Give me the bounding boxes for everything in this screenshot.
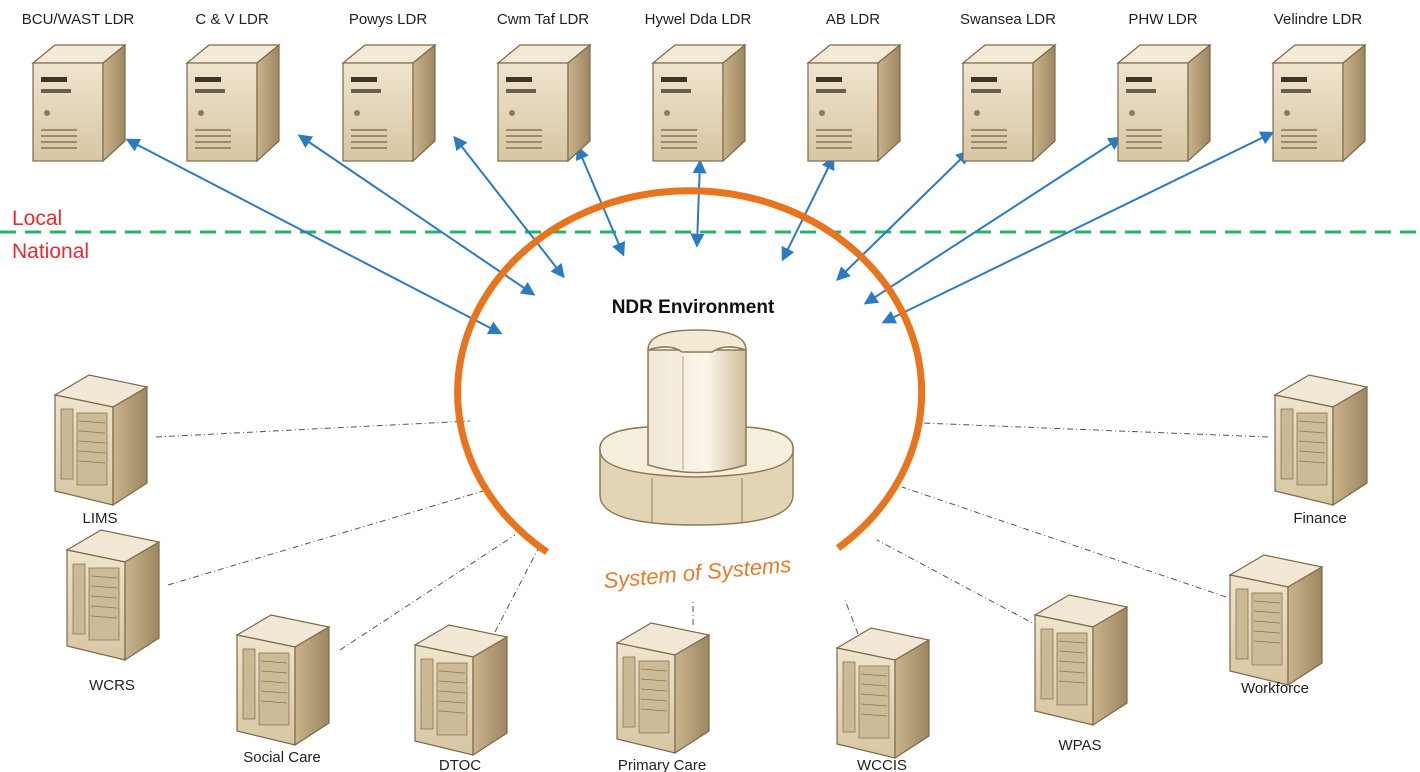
link-lims <box>155 420 471 438</box>
system-label-wcrs: WCRS <box>89 677 135 694</box>
local-zone-label: Local <box>12 207 62 230</box>
ldr-label-velindre-ldr: Velindre LDR <box>1274 11 1363 28</box>
system-of-systems-label: System of Systems <box>602 552 792 593</box>
phw-ldr-server-icon <box>1116 43 1212 163</box>
bcu-wast-ldr-server-icon <box>31 43 127 163</box>
arrow-ab-ldr <box>781 155 835 262</box>
wccis-server-icon <box>835 627 931 760</box>
ldr-label-ab-ldr: AB LDR <box>826 11 880 28</box>
cwm-taf-ldr-server-icon <box>496 43 592 163</box>
ldr-label-cwm-taf-ldr: Cwm Taf LDR <box>497 11 589 28</box>
ldr-label-powys-ldr: Powys LDR <box>349 11 428 28</box>
link-wpas <box>876 539 1041 628</box>
system-label-finance: Finance <box>1293 510 1346 527</box>
lims-server-icon <box>53 374 149 507</box>
system-label-social-care: Social Care <box>243 749 321 766</box>
ldr-label-swansea-ldr: Swansea LDR <box>960 11 1056 28</box>
link-wccis <box>844 599 859 635</box>
system-label-primary-care: Primary Care <box>618 757 706 772</box>
arrow-swansea-ldr <box>835 150 971 281</box>
link-social-care <box>339 534 516 651</box>
velindre-ldr-server-icon <box>1271 43 1367 163</box>
arrow-phw-ldr <box>863 136 1123 305</box>
arrow-cwm-taf-ldr <box>575 145 626 257</box>
hywel-dda-ldr-server-icon <box>651 43 747 163</box>
system-label-wpas: WPAS <box>1058 737 1101 754</box>
ldr-server-group: BCU/WAST LDR C & V LDR Powys LDR Cwm Taf LD… <box>22 11 1367 163</box>
ab-ldr-server-icon <box>806 43 902 163</box>
ndr-environment-ring <box>454 187 926 555</box>
link-wcrs <box>167 488 491 586</box>
national-system-group: LIMS WCRS Social Care DTOC Primary Care WCCIS… <box>53 374 1369 772</box>
ndr-environment-title: NDR Environment <box>612 297 775 318</box>
system-label-workforce: Workforce <box>1241 680 1309 697</box>
arrow-bcu-wast-ldr <box>125 138 503 335</box>
system-label-lims: LIMS <box>82 510 117 527</box>
primary-care-server-icon <box>615 622 711 755</box>
ldr-label-bcu-wast-ldr: BCU/WAST LDR <box>22 11 135 28</box>
ndr-database-icon <box>599 329 794 526</box>
swansea-ldr-server-icon <box>961 43 1057 163</box>
arrow-hywel-dda-ldr <box>690 159 707 248</box>
powys-ldr-server-icon <box>341 43 437 163</box>
ldr-label-hywel-dda-ldr: Hywel Dda LDR <box>645 11 752 28</box>
system-label-dtoc: DTOC <box>439 757 481 772</box>
link-dtoc <box>494 544 541 633</box>
wcrs-server-icon <box>65 529 161 662</box>
link-finance <box>921 422 1269 438</box>
arrow-powys-ldr <box>453 135 565 279</box>
national-zone-label: National <box>12 240 89 263</box>
workforce-server-icon <box>1228 554 1324 687</box>
ldr-arrows <box>125 131 1275 335</box>
system-label-wccis: WCCIS <box>857 757 907 772</box>
national-system-links <box>155 420 1269 651</box>
link-workforce <box>901 486 1227 598</box>
ldr-label-c-v-ldr: C & V LDR <box>195 11 269 28</box>
wpas-server-icon <box>1033 594 1129 727</box>
c-v-ldr-server-icon <box>185 43 281 163</box>
finance-server-icon <box>1273 374 1369 507</box>
ldr-label-phw-ldr: PHW LDR <box>1128 11 1197 28</box>
social-care-server-icon <box>235 614 331 747</box>
arrow-velindre-ldr <box>881 131 1275 324</box>
dtoc-server-icon <box>413 624 509 757</box>
